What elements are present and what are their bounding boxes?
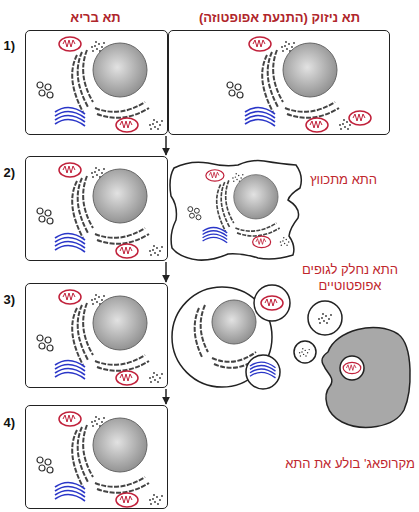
step-number: 3) xyxy=(4,292,16,308)
healthy-cell: 3) xyxy=(25,283,168,388)
step-number: 4) xyxy=(4,415,16,431)
column-heading: תא ניזוק (התנעת אפופטוזה) xyxy=(199,10,360,26)
shrinking-cell-outline xyxy=(168,158,303,262)
step-number: 2) xyxy=(4,165,16,181)
damaged-cell: תא ניזוק (התנעת אפופטוזה) xyxy=(168,30,390,135)
stage-label: התא נחלק לגופים אפופטוטיים xyxy=(290,262,410,294)
healthy-cell: 2) xyxy=(25,156,168,261)
step-arrow xyxy=(165,262,167,282)
shrinking-cell: התא מתכווץ xyxy=(168,158,303,262)
step-number: 1) xyxy=(4,38,16,54)
step-arrow xyxy=(165,389,167,404)
macrophage: מקרופאג' בולע את התא xyxy=(318,322,410,428)
healthy-cell: 4) xyxy=(25,405,168,509)
step-arrow xyxy=(165,136,167,155)
macrophage-outline xyxy=(318,322,410,428)
stage-label: התא מתכווץ xyxy=(310,172,377,188)
healthy-cell: תא בריא1) xyxy=(25,30,168,135)
stage-label: מקרופאג' בולע את התא xyxy=(285,456,415,472)
column-heading: תא בריא xyxy=(70,10,120,26)
